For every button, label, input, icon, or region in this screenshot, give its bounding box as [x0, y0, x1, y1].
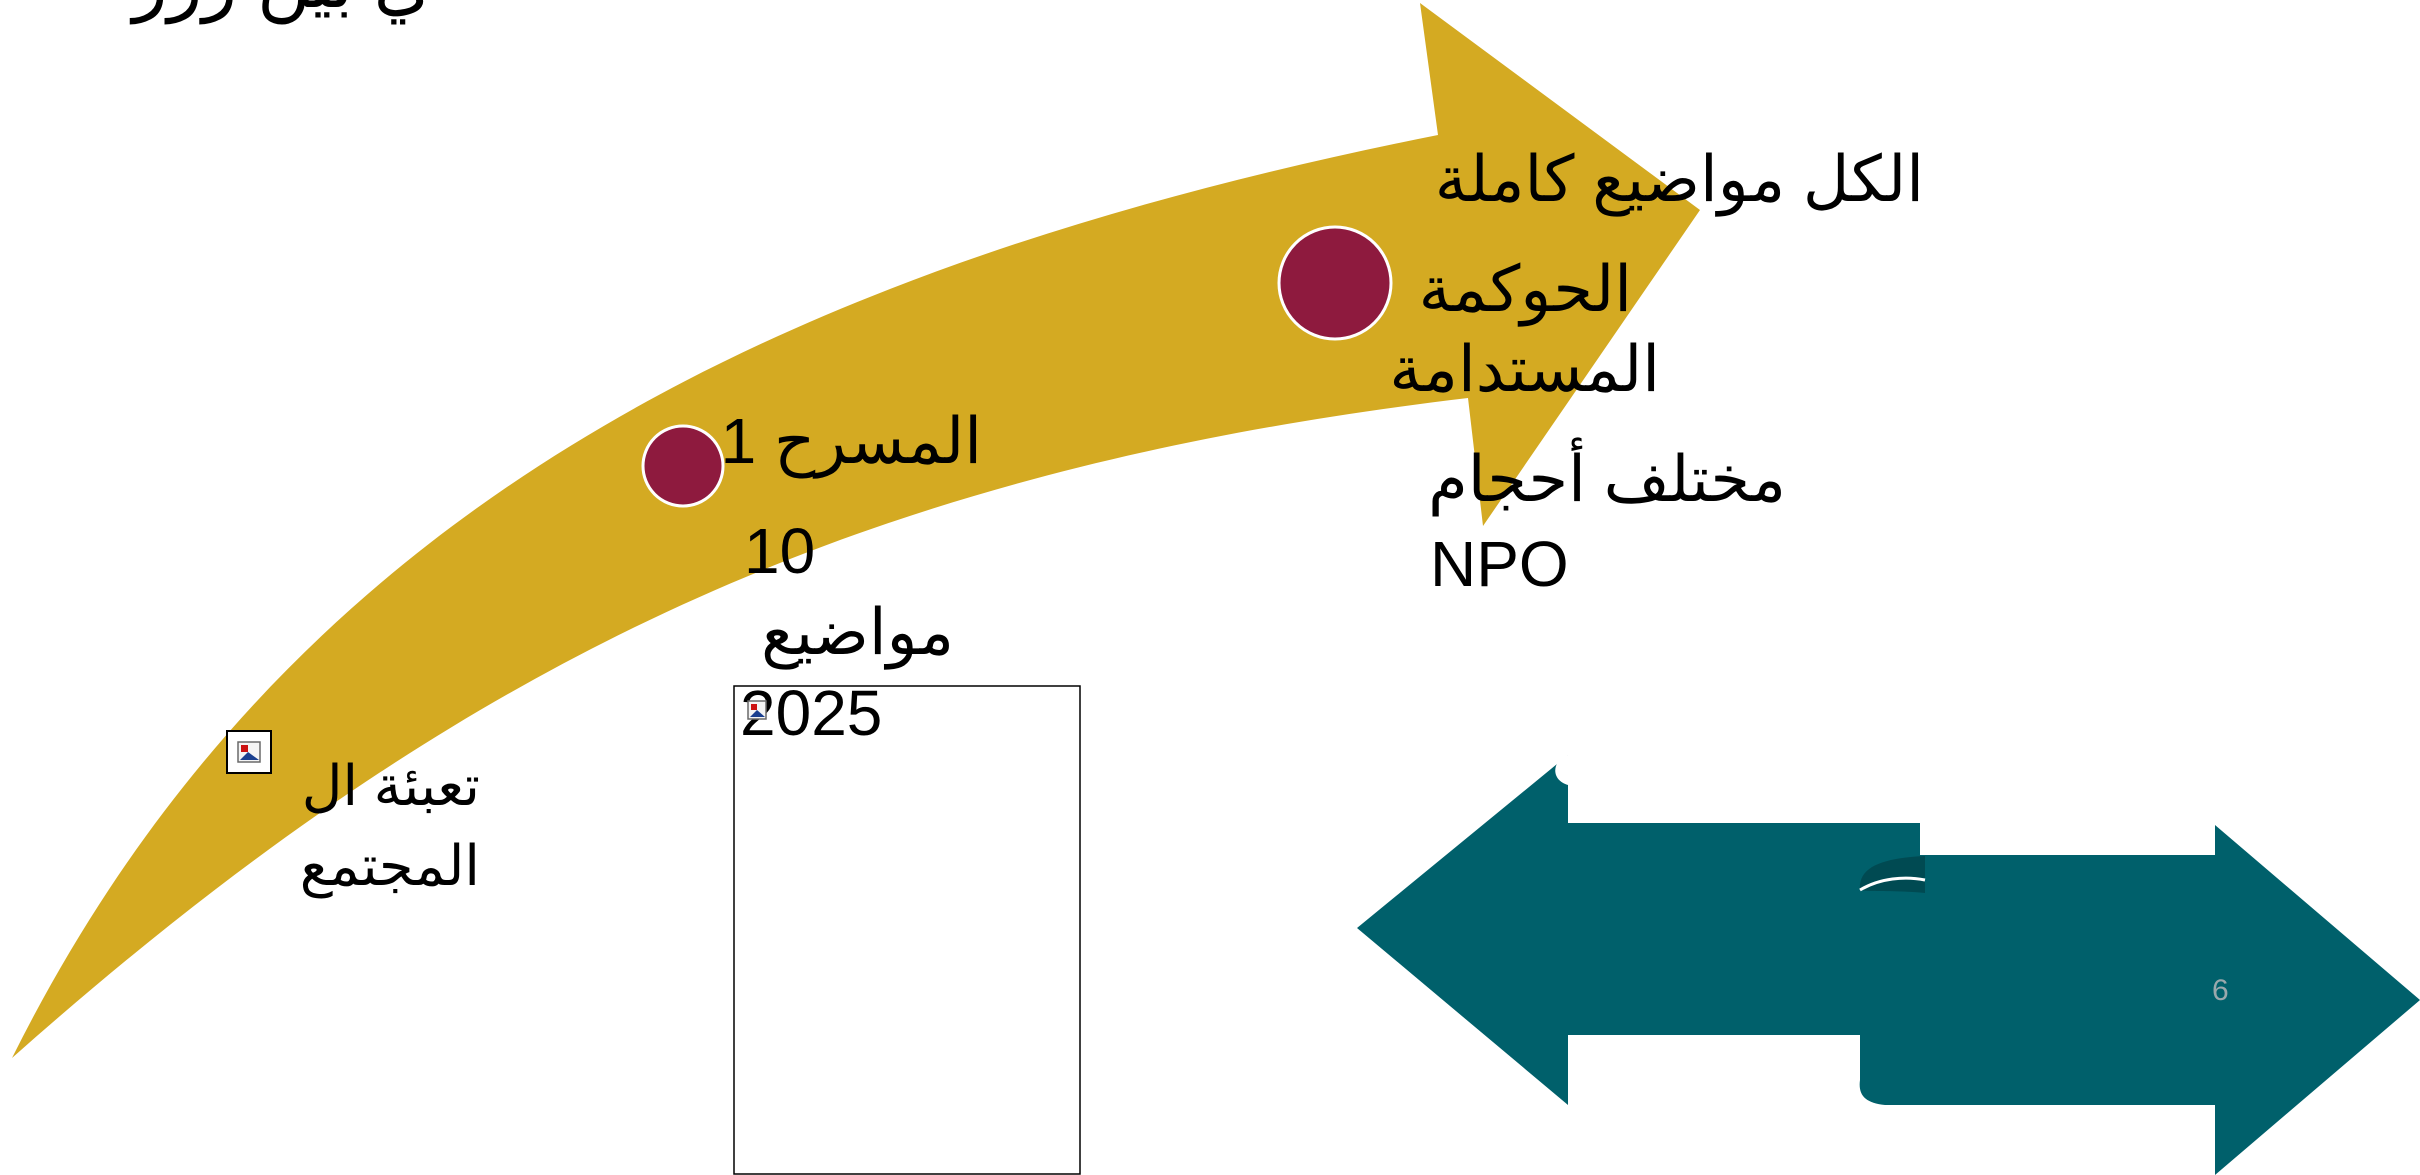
stage-3-label-line-3: المستدامة [1389, 333, 1660, 405]
stage-3-label-line-1: الكل مواضيع كاملة [1434, 143, 1924, 215]
title-fragment: ي بين ررر [100, 0, 430, 24]
teal-left-arrow [1357, 755, 1920, 1105]
stage-3-label-line-2: الحوكمة [1418, 253, 1632, 325]
milestone-2-dot [1277, 225, 1393, 341]
broken-image-icon [226, 730, 272, 774]
stage-2-label-line-2: 10 [744, 515, 816, 587]
growth-arrow [12, 3, 1700, 1058]
teal-arc-detail [1555, 755, 1568, 785]
page-number: 6 [2212, 974, 2229, 1007]
stage-2-label-line-3: مواضيع [761, 596, 954, 668]
empty-picture-frame [733, 685, 1081, 1175]
teal-scroll-arrow [1859, 825, 2420, 1175]
stage-4-label-line-1: مختلف أحجام [1428, 443, 1786, 515]
broken-image-icon [747, 700, 767, 720]
teal-scroll-curl-edge [1859, 876, 1926, 892]
stage-1-label-line-2: المجتمع [299, 834, 480, 897]
stage-1-label-line-1: تعبئة ال [301, 754, 480, 817]
milestone-1-dot [641, 424, 725, 508]
stage-4-label-line-2: NPO [1430, 528, 1569, 600]
stage-2-label-line-1: المسرح 1 [720, 405, 982, 477]
